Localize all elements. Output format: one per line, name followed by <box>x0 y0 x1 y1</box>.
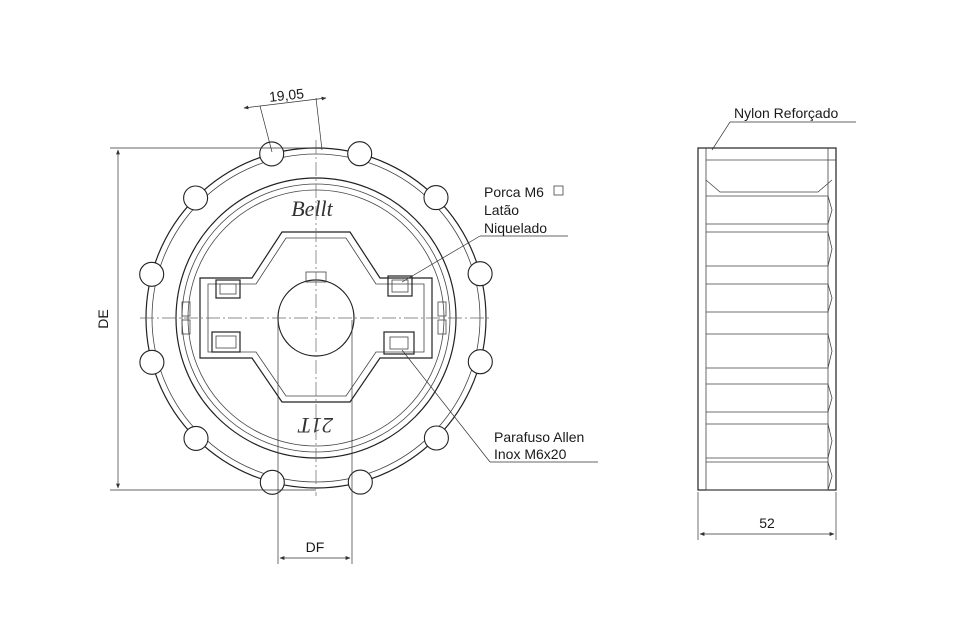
nut-label-1: Porca M6 <box>484 184 544 200</box>
tooth-band <box>706 283 833 313</box>
dim-de-label: DE <box>95 309 111 328</box>
material-label: Nylon Reforçado <box>734 105 838 121</box>
dim-width-label: 52 <box>759 515 775 531</box>
tooth-band <box>706 383 833 413</box>
tooth-notch <box>423 185 449 211</box>
tooth-notch <box>347 141 373 167</box>
tooth-notch <box>183 425 209 451</box>
tooth-notch <box>467 349 493 375</box>
nut-label-3: Niquelado <box>484 220 547 236</box>
dim-width: 52 <box>697 492 837 540</box>
screw-label-2: Inox M6x20 <box>494 446 567 462</box>
tooth-notch <box>467 261 493 287</box>
tooth-notch <box>139 261 165 287</box>
sprocket-outer-profile <box>139 141 493 495</box>
tooth-notch <box>423 425 449 451</box>
tooth-band <box>706 231 833 267</box>
dim-outer-diameter: DE <box>95 147 316 491</box>
nut-top-right <box>387 275 413 297</box>
callout-material: Nylon Reforçado <box>711 105 856 151</box>
side-slots <box>181 301 447 335</box>
dim-pitch: 19,05 <box>243 85 327 153</box>
dim-df-label: DF <box>306 539 325 555</box>
tooth-notch <box>183 185 209 211</box>
front-view: Bellt 21T <box>139 140 493 496</box>
nut-label-2: Latão <box>484 202 519 218</box>
tooth-notch <box>347 469 373 495</box>
nut-bottom-right <box>383 331 415 355</box>
tooth-notch <box>259 141 285 167</box>
tooth-notch <box>139 349 165 375</box>
callout-nut: Porca M6 Latão Niquelado <box>401 184 568 283</box>
tooth-band <box>706 195 833 225</box>
callout-screw: Parafuso Allen Inox M6x20 <box>401 349 598 463</box>
hub-pocket-inner <box>207 237 425 397</box>
screw-label-1: Parafuso Allen <box>494 429 584 445</box>
dim-bore-diameter: DF <box>277 320 353 564</box>
teeth-engraving: 21T <box>297 413 333 438</box>
side-view <box>697 147 837 491</box>
nut-top-left <box>215 279 241 299</box>
tooth-band <box>706 333 833 369</box>
brand-engraving: Bellt <box>291 196 333 221</box>
tooth-notch <box>259 469 285 495</box>
tooth-band <box>706 423 833 459</box>
dim-pitch-label: 19,05 <box>268 85 305 105</box>
square-symbol <box>553 185 564 196</box>
hub-pocket-outline <box>199 231 433 403</box>
nut-bottom-left <box>211 331 241 353</box>
tooth-band <box>706 461 833 491</box>
